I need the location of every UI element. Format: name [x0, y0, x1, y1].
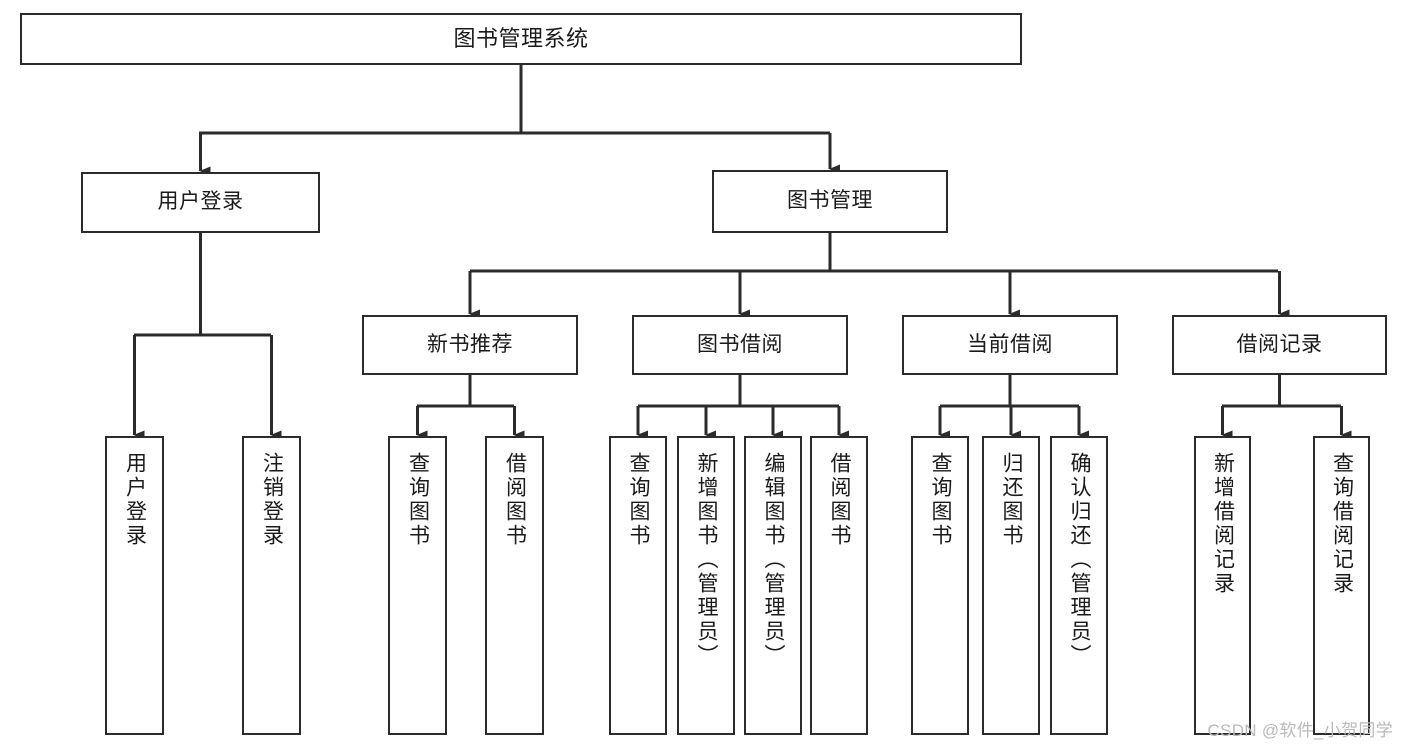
node-leaf_b_book2[interactable]: 借阅图书	[810, 436, 868, 735]
node-leaf_b_book1[interactable]: 借阅图书	[485, 436, 544, 735]
node-leaf_return[interactable]: 归还图书	[982, 436, 1040, 735]
node-leaf_logout[interactable]: 注销登录	[242, 436, 301, 735]
node-borrow_record[interactable]: 借阅记录	[1172, 315, 1387, 375]
node-label: 借阅记录	[1236, 332, 1323, 356]
node-label: 编辑图书（管理员）	[762, 452, 786, 668]
node-label: 新增图书（管理员）	[695, 452, 719, 668]
node-label: 归还图书	[1000, 452, 1024, 548]
node-label: 查询借阅记录	[1330, 452, 1354, 596]
node-book_manage[interactable]: 图书管理	[712, 170, 948, 233]
node-leaf_login[interactable]: 用户登录	[105, 436, 164, 735]
node-label: 用户登录	[157, 190, 244, 214]
node-label: 确认归还（管理员）	[1068, 452, 1092, 668]
node-label: 图书管理	[787, 189, 873, 213]
node-root[interactable]: 图书管理系统	[20, 13, 1022, 65]
node-leaf_edit_book[interactable]: 编辑图书（管理员）	[744, 436, 802, 735]
node-leaf_q_book3[interactable]: 查询图书	[911, 436, 969, 735]
node-label: 新增借阅记录	[1211, 452, 1235, 596]
node-leaf_q_book1[interactable]: 查询图书	[388, 436, 447, 735]
node-leaf_add_book[interactable]: 新增图书（管理员）	[677, 436, 735, 735]
node-label: 借阅图书	[828, 452, 852, 548]
node-label: 查询图书	[627, 452, 651, 548]
node-current_borrow[interactable]: 当前借阅	[902, 315, 1118, 375]
node-label: 图书借阅	[697, 332, 783, 356]
node-new_book_rec[interactable]: 新书推荐	[362, 315, 578, 375]
node-leaf_q_book2[interactable]: 查询图书	[609, 436, 667, 735]
node-user_login[interactable]: 用户登录	[81, 172, 320, 233]
node-label: 用户登录	[123, 452, 147, 548]
node-label: 图书管理系统	[453, 26, 589, 52]
node-label: 当前借阅	[967, 332, 1053, 356]
node-label: 注销登录	[260, 452, 284, 548]
node-book_borrow[interactable]: 图书借阅	[632, 315, 848, 375]
node-leaf_q_rec[interactable]: 查询借阅记录	[1313, 436, 1370, 735]
node-leaf_conf_ret[interactable]: 确认归还（管理员）	[1050, 436, 1108, 735]
node-label: 查询图书	[406, 452, 430, 548]
node-label: 借阅图书	[503, 452, 527, 548]
node-leaf_add_rec[interactable]: 新增借阅记录	[1194, 436, 1251, 735]
node-label: 查询图书	[929, 452, 953, 548]
node-label: 新书推荐	[427, 332, 513, 356]
